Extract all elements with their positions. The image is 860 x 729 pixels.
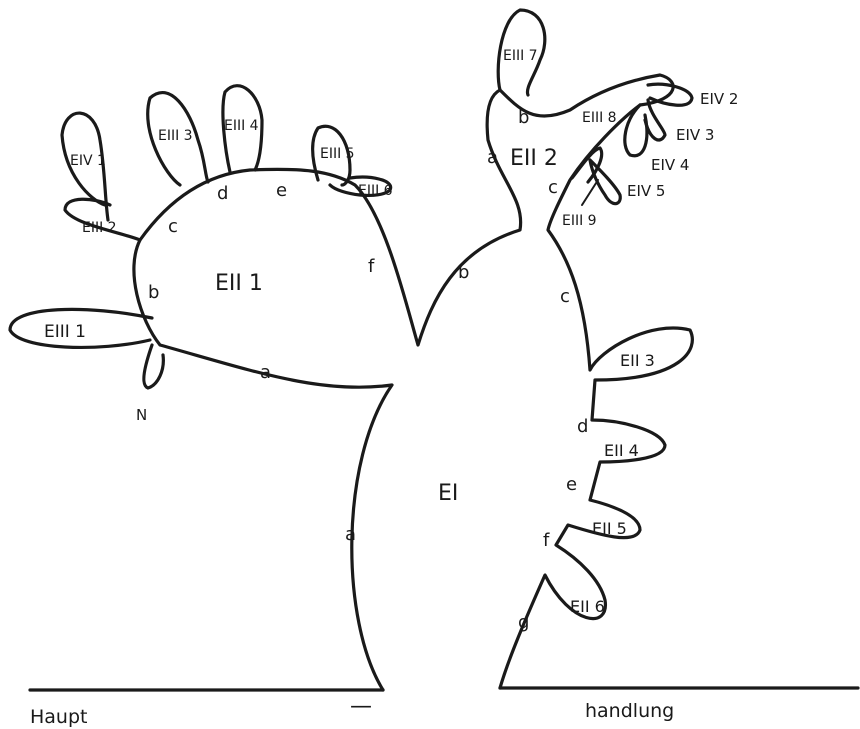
right-branch-label: EII 2 [510,146,558,171]
lobe-eiv1-label: EIV 1 [70,153,106,169]
left-segment-b: b [148,282,159,303]
lobe-eiii9-fold [570,146,604,184]
lobe-eiv4 [623,103,649,158]
trunk-segment-c: c [560,286,570,307]
lobe-eiii1-label: EIII 1 [44,322,86,342]
lobe-eiii9-label: EIII 9 [562,213,597,229]
lobe-eiv3 [643,98,667,142]
lobe-eii6-label: EII 6 [570,597,605,616]
lobe-eiii9-stroke [581,179,599,206]
trunk-segment-e: e [566,474,577,495]
lobe-eii5-label: EII 5 [592,519,627,538]
lobe-eiii5 [311,124,352,187]
lobe-eiv5 [588,158,622,206]
baseline-right-word: handlung [585,700,674,722]
lobe-n [142,343,165,390]
lobe-eiv3-label: EIV 3 [676,126,714,144]
left-segment-c: c [168,216,178,237]
lobe-eii3-label: EII 3 [620,351,655,370]
lobe-eiii1 [8,307,154,350]
lobe-eiii7-label: EIII 7 [503,48,538,64]
lobe-eiv5-label: EIV 5 [627,182,665,200]
left-segment-d: d [217,183,228,204]
lobe-eiv2 [646,82,694,107]
baseline-dash: — [350,694,372,719]
left-segment-f: f [368,256,375,277]
lobe-eiii2-label: EIII 2 [82,220,117,236]
lobe-eiii2 [63,197,142,242]
lobe-eiii4-label: EIII 4 [224,118,259,134]
trunk-label: EI [438,481,458,506]
trunk-segment-f: f [543,530,550,551]
right-segment-b: b [518,107,529,128]
trunk-segment-d: d [577,416,588,437]
left-segment-a: a [260,362,271,383]
lobe-eiv4-label: EIV 4 [651,156,689,174]
left-segment-e: e [276,180,287,201]
baseline-left-word: Haupt [30,706,87,728]
connector-segment-b: b [458,262,469,283]
lobe-eiii3-label: EIII 3 [158,128,193,144]
lobe-eiii5-label: EIII 5 [320,146,355,162]
lobe-eiv1 [60,111,110,222]
right-segment-c: c [548,177,558,198]
lobe-eiii6-label: EIII 6 [358,183,393,199]
trunk-outline [132,73,694,692]
lobe-eii4-label: EII 4 [604,441,639,460]
lobe-eiv2-label: EIV 2 [700,90,738,108]
right-segment-a: a [487,147,498,168]
lobe-eiii7 [496,8,547,97]
lobe-eiii4 [221,84,264,174]
trunk-segment-a: a [345,524,356,545]
marker-n: N [136,406,147,424]
lobe-eiii8-label: EIII 8 [582,110,617,126]
lobe-eiii6 [328,175,393,197]
trunk-segment-g: g [518,612,529,633]
left-branch-label: EII 1 [215,271,263,296]
lobe-eiii3 [146,90,210,187]
